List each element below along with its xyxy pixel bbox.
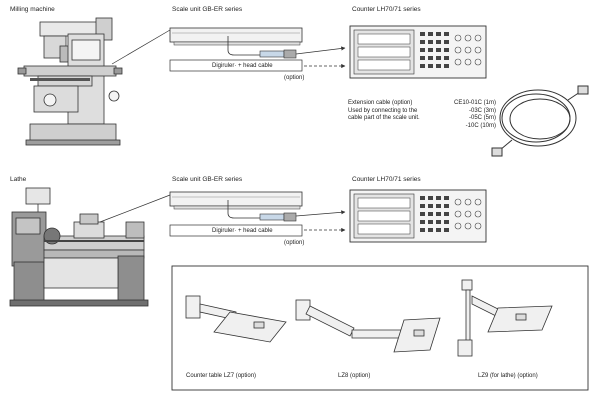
extension-cable-line: cable part of the scale unit.: [348, 115, 420, 122]
lathe-callout-line: [99, 194, 171, 223]
lathe-machine-label: Lathe: [10, 176, 27, 183]
milling-machine-illustration: [17, 17, 123, 146]
milling-counter: [349, 25, 487, 79]
lathe-counter: [349, 189, 487, 243]
extension-cable-codes: CE10-01C (1m) -03C (3m) -05C (5m) -10C (…: [438, 100, 496, 130]
counter-table-lz9: [457, 279, 553, 357]
milling-callout-line: [111, 29, 171, 65]
extension-cable-line: Extension cable (option): [348, 100, 413, 106]
counter-table-lz8-label: LZ8 (option): [338, 373, 371, 379]
cable-code: CE10-01C (1m): [453, 100, 496, 106]
cable-code: -10C (10m): [465, 122, 496, 129]
milling-scale-to-counter: [295, 46, 346, 55]
extension-cable-line: Used by connecting to the: [348, 107, 418, 114]
cable-code: -03C (3m): [468, 107, 496, 114]
lathe-scale-label: Scale unit GB-ER series: [172, 176, 243, 183]
counter-table-lz8: [295, 299, 441, 353]
lathe-scale-to-counter: [295, 210, 346, 217]
cable-code: -05C (5m): [468, 115, 496, 122]
lathe-counter-label: Counter LH70/71 series: [352, 176, 421, 183]
extension-cable-coil: [491, 85, 589, 157]
milling-option-label: (option): [284, 75, 305, 81]
milling-counter-label: Counter LH70/71 series: [352, 6, 421, 13]
lathe-cable-box: [169, 224, 303, 237]
counter-table-lz7-label: Counter table LZ7 (option): [186, 373, 257, 379]
counter-table-lz9-label: LZ9 (for lathe) (option): [478, 373, 538, 379]
counter-table-lz7: [185, 295, 287, 343]
lathe-option-label: (option): [284, 240, 305, 246]
milling-machine-label: Milling machine: [10, 6, 55, 13]
milling-cable-box-label: Digiruler· + head cable: [212, 63, 273, 69]
lathe-cable-box-label: Digiruler· + head cable: [212, 228, 273, 234]
milling-scale-unit: [169, 27, 303, 59]
milling-scale-label: Scale unit GB-ER series: [172, 6, 243, 13]
extension-cable-description: Extension cable (option) Used by connect…: [348, 100, 420, 123]
milling-cable-box: [169, 59, 303, 72]
lathe-scale-unit: [169, 191, 303, 222]
lathe-illustration: [9, 187, 149, 307]
